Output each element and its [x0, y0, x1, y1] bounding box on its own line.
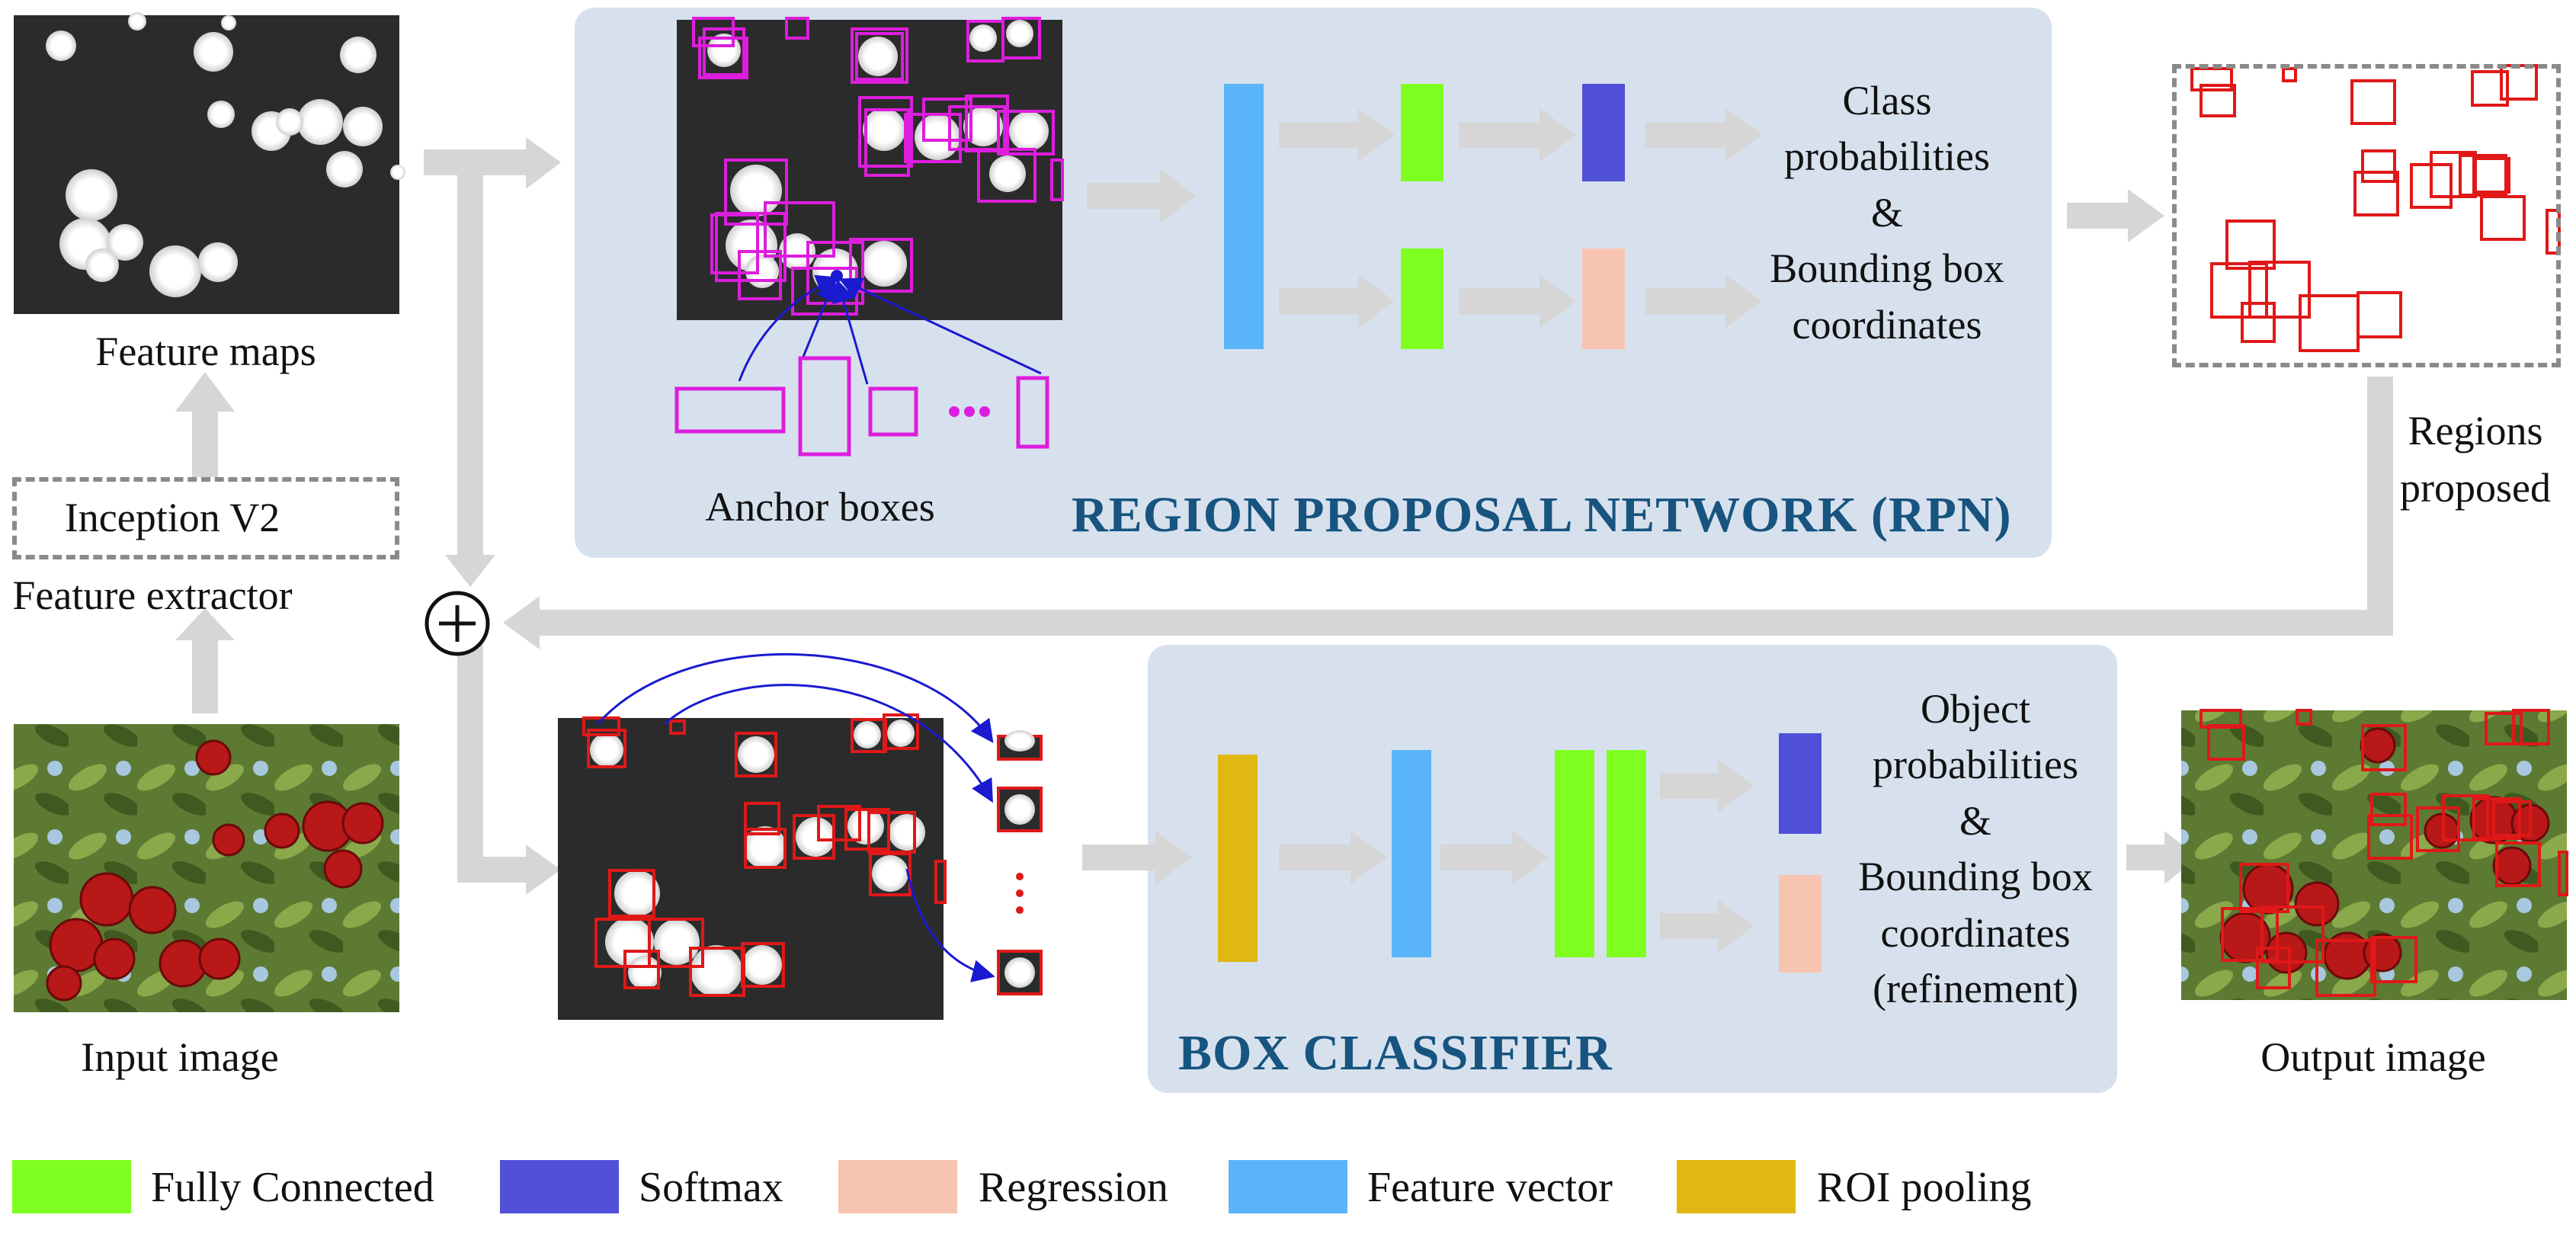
roi-pooling-block [1218, 755, 1258, 962]
rpn-output-line: & [1870, 189, 1903, 236]
rpn-output-line: Bounding box [1770, 245, 2004, 292]
rpn-output-line: coordinates [1792, 301, 1982, 348]
regions-proposed-boxes [2190, 64, 2561, 352]
output-image-label: Output image [2260, 1034, 2486, 1080]
rpn-fc-top [1401, 84, 1443, 181]
classifier-outputs-label: Object probabilities & Bounding box coor… [1858, 681, 2093, 1018]
classifier-output-line: (refinement) [1873, 966, 2078, 1012]
classifier-output-line: Bounding box [1858, 854, 2093, 900]
inception-box [12, 477, 399, 559]
legend-swatch-feature-vector [1229, 1160, 1347, 1213]
legend-swatch-fully-connected [12, 1160, 131, 1213]
rpn-softmax [1582, 84, 1625, 181]
legend-swatch-roi-pooling [1677, 1160, 1796, 1213]
classifier-regression [1779, 875, 1821, 973]
regions-proposed-label: Regions proposed [2400, 402, 2551, 516]
classifier-fc-1 [1555, 750, 1594, 957]
rpn-feature-vector [1224, 84, 1264, 349]
classifier-output-line: & [1959, 797, 1991, 844]
regions-proposed-box [2172, 64, 2561, 367]
inception-label: Inception V2 [64, 495, 280, 540]
classifier-feature-vector [1392, 750, 1431, 957]
legend-label: ROI pooling [1817, 1164, 2032, 1211]
classifier-output-line: Object [1921, 686, 2030, 732]
legend-swatch-softmax [500, 1160, 619, 1213]
feature-extractor-label: Feature extractor [12, 572, 293, 618]
classifier-fc-2 [1607, 750, 1646, 957]
rpn-regression [1582, 248, 1625, 349]
classifier-output-line: probabilities [1873, 742, 2078, 788]
rpn-output-line: Class [1842, 78, 1932, 123]
regions-proposed-line: proposed [2400, 464, 2551, 511]
regions-proposed-line: Regions [2408, 408, 2543, 454]
anchor-boxes-label: Anchor boxes [705, 484, 935, 530]
legend-label: Regression [979, 1164, 1168, 1211]
flow-arrows [175, 108, 2393, 953]
rpn-title: REGION PROPOSAL NETWORK (RPN) [1072, 487, 2012, 543]
legend-label: Softmax [639, 1164, 783, 1211]
roi-feature-map [558, 652, 1043, 1020]
sum-node [425, 591, 490, 656]
input-image-label: Input image [81, 1034, 279, 1080]
feature-maps-image [14, 12, 405, 314]
rpn-fc-bottom [1401, 248, 1443, 349]
rpn-outputs-label: Class probabilities & Bounding box coord… [1770, 73, 2004, 353]
rpn-blocks [1224, 84, 1625, 349]
rpn-feature-map [674, 17, 1064, 457]
rpn-output-line: probabilities [1784, 133, 1990, 180]
legend-swatch-regression [838, 1160, 957, 1213]
classifier-output-line: coordinates [1880, 909, 2071, 956]
legend-label: Feature vector [1367, 1164, 1613, 1211]
classifier-softmax [1779, 733, 1821, 834]
input-image [14, 724, 399, 1012]
feature-maps-label: Feature maps [95, 329, 316, 374]
box-classifier-title: BOX CLASSIFIER [1178, 1025, 1613, 1081]
legend-label: Fully Connected [151, 1164, 434, 1211]
classifier-blocks [1218, 733, 1821, 973]
output-image [2181, 709, 2568, 1000]
